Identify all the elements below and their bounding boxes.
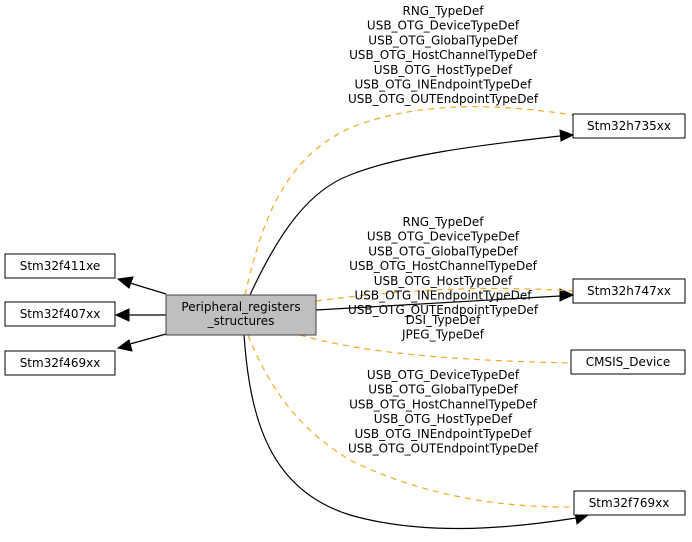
edge-label-line: USB_OTG_DeviceTypeDef [367,368,520,382]
dashed-edge-to-h747 [315,287,574,302]
dashed-edge-to-h735 [244,106,574,296]
edge-label-line: USB_OTG_HostChannelTypeDef [349,397,537,411]
edge-center-to-h735 [249,129,575,296]
dashed-edge-to-f769 [247,334,575,508]
edge-label-h735: RNG_TypeDefUSB_OTG_DeviceTypeDefUSB_OTG_… [348,4,539,106]
edge-label-f769: USB_OTG_DeviceTypeDefUSB_OTG_GlobalTypeD… [348,368,539,456]
edge-label-line: USB_OTG_GlobalTypeDef [368,33,518,47]
edge-center-to-h747 [315,288,575,311]
edge-label-line: USB_OTG_DeviceTypeDef [367,19,520,33]
dashed-edge-to-cmsis [299,334,571,364]
edge-label-line: RNG_TypeDef [402,215,484,229]
edge-center-to-f411 [116,276,167,295]
edge-label-line: USB_OTG_GlobalTypeDef [368,244,518,258]
node-stm32f469xx[interactable]: Stm32f469xx [4,350,116,376]
edge-label-line: USB_OTG_INEndpointTypeDef [354,289,532,303]
edge-label-h747: RNG_TypeDefUSB_OTG_DeviceTypeDefUSB_OTG_… [348,215,539,317]
center-node-label-line-1: Peripheral_registers [181,300,300,314]
node-label: Stm32f769xx [589,496,670,510]
edge-label-line: USB_OTG_HostChannelTypeDef [349,48,537,62]
node-label: CMSIS_Device [586,355,671,369]
node-label: Stm32h735xx [587,119,671,133]
edge-label-line: USB_OTG_HostTypeDef [374,274,513,288]
node-label: Stm32h747xx [587,284,671,298]
node-label: Stm32f411xe [20,259,101,273]
edge-label-line: USB_OTG_OUTEndpointTypeDef [348,92,539,106]
edge-label-line: USB_OTG_INEndpointTypeDef [354,427,532,441]
edge-label-line: USB_OTG_HostTypeDef [374,412,513,426]
node-stm32f411xe[interactable]: Stm32f411xe [4,253,116,279]
edge-label-line: USB_OTG_DeviceTypeDef [367,230,520,244]
node-peripheral-registers-structures[interactable]: Peripheral_registers _structures [165,294,317,336]
edge-label-line: DSI_TypeDef [406,313,482,327]
edge-center-to-f469 [116,333,167,352]
edge-label-line: USB_OTG_INEndpointTypeDef [354,78,532,92]
edge-label-line: USB_OTG_GlobalTypeDef [368,383,518,397]
edge-label-line: USB_OTG_OUTEndpointTypeDef [348,442,539,456]
edge-label-line: USB_OTG_HostTypeDef [374,63,513,77]
node-stm32f769xx[interactable]: Stm32f769xx [573,490,686,516]
center-node-label-line-2: _structures [207,314,275,328]
node-stm32h735xx[interactable]: Stm32h735xx [572,113,686,139]
edge-label-line: JPEG_TypeDef [401,328,485,342]
node-stm32h747xx[interactable]: Stm32h747xx [572,278,686,304]
node-cmsis-device[interactable]: CMSIS_Device [570,349,686,375]
node-label: Stm32f407xx [20,307,101,321]
node-label: Stm32f469xx [20,356,101,370]
node-stm32f407xx[interactable]: Stm32f407xx [4,301,116,327]
edge-label-line: RNG_TypeDef [402,4,484,18]
edge-label-line: USB_OTG_HostChannelTypeDef [349,259,537,273]
edge-center-to-f407 [114,308,166,322]
edge-label-line: USB_OTG_OUTEndpointTypeDef [348,303,539,317]
